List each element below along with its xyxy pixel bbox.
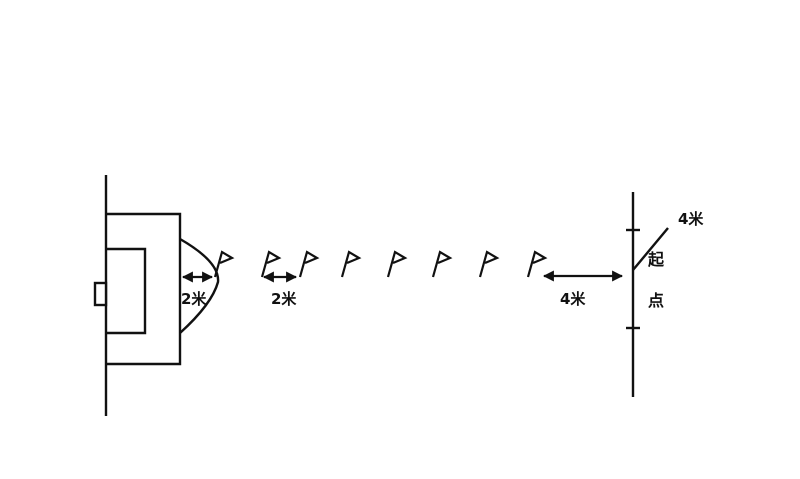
start-label-char-2: 点 — [648, 291, 665, 310]
diagonal-run-line — [632, 227, 669, 271]
flag-marker — [260, 250, 282, 278]
penalty-area — [106, 212, 182, 366]
flag-marker — [213, 250, 235, 278]
flag-marker — [431, 250, 453, 278]
penalty-arc — [179, 237, 220, 334]
distance-label-4m-diagonal: 4米 — [678, 210, 704, 228]
distance-label-2m-between: 2米 — [271, 290, 297, 308]
goal-post-marker — [93, 281, 108, 307]
flag-markers — [213, 250, 548, 278]
goal-area — [106, 247, 147, 335]
flag-marker — [298, 250, 320, 278]
distance-label-2m-first: 2米 — [181, 290, 207, 308]
flag-marker — [340, 250, 362, 278]
distance-label-4m-start: 4米 — [560, 290, 586, 308]
flag-marker — [386, 250, 408, 278]
flag-marker — [526, 250, 548, 278]
flag-marker — [478, 250, 500, 278]
start-label-char-1: 起 — [648, 250, 665, 269]
